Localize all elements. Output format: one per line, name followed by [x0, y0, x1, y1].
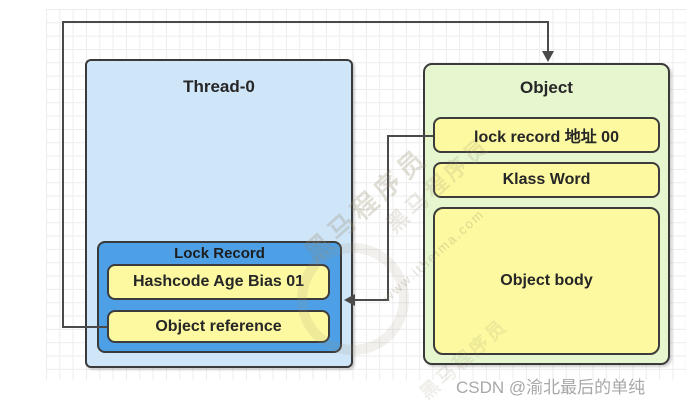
object-body-row: Object body [433, 207, 660, 355]
klass-word-label: Klass Word [502, 171, 591, 188]
thread-title: Thread-0 [183, 77, 255, 96]
object-reference-label: Object reference [155, 317, 282, 335]
csdn-watermark-caption: CSDN @渝北最后的单纯 [456, 378, 646, 397]
lock-record-address-row: lock record 地址 00 [433, 117, 660, 153]
hashcode-age-bias-row: Hashcode Age Bias 01 [107, 264, 330, 300]
lock-record-title: Lock Record [174, 245, 265, 262]
lock-record-address-label: lock record 地址 00 [474, 129, 619, 146]
object-body-label: Object body [500, 272, 593, 289]
object-title: Object [520, 78, 573, 97]
klass-word-row: Klass Word [433, 162, 660, 198]
object-reference-row: Object reference [107, 310, 330, 343]
hashcode-age-bias-label: Hashcode Age Bias 01 [132, 273, 305, 290]
